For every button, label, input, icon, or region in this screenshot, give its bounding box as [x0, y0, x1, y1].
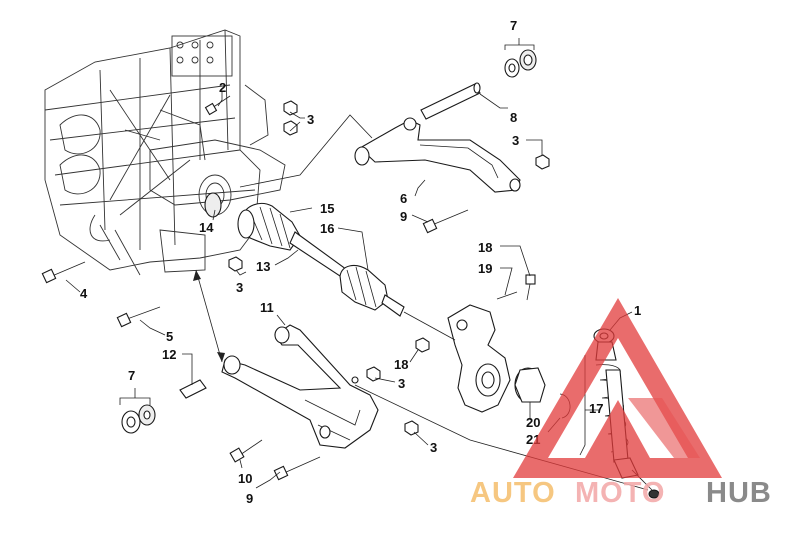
nut-3-a [283, 100, 298, 116]
callout-3: 3 [512, 133, 519, 148]
upper-a-arm [354, 117, 521, 193]
bushing-7-lower [119, 397, 156, 434]
pivot-shaft-8 [420, 82, 481, 120]
callout-8: 8 [510, 110, 517, 125]
nut-3-c [535, 154, 550, 170]
callout-9: 9 [400, 209, 407, 224]
watermark-logo: AUTO MOTO HUB [470, 298, 772, 509]
lower-a-arm [221, 324, 379, 449]
callout-9: 9 [246, 491, 253, 506]
vehicle-frame [44, 29, 286, 276]
steering-knuckle [447, 304, 511, 413]
watermark-hub: HUB [706, 477, 772, 509]
watermark-moto: MOTO [575, 477, 665, 509]
callout-7: 7 [510, 18, 517, 33]
callout-5: 5 [166, 329, 173, 344]
callout-20: 20 [526, 415, 540, 430]
callout-1: 1 [634, 303, 641, 318]
callout-13: 13 [256, 259, 270, 274]
cv-axle-outer-joint [339, 264, 405, 317]
watermark-triangle-icon [513, 298, 722, 478]
callout-labels: 1 2 3 3 3 3 3 4 5 6 7 7 8 9 9 10 11 12 1… [80, 18, 641, 506]
bolt-9-upper [422, 209, 469, 234]
nut-18 [415, 337, 430, 353]
callout-3: 3 [307, 112, 314, 127]
callout-3: 3 [398, 376, 405, 391]
callout-12: 12 [162, 347, 176, 362]
bushing-7-upper [504, 44, 537, 78]
bolt-4 [41, 261, 86, 284]
nut-3-e [366, 366, 381, 382]
cv-seal-14 [204, 192, 222, 218]
callout-19: 19 [478, 261, 492, 276]
callout-2: 2 [219, 80, 226, 95]
callout-18: 18 [394, 357, 408, 372]
bolt-10 [229, 439, 263, 463]
callout-7: 7 [128, 368, 135, 383]
callout-3: 3 [430, 440, 437, 455]
bolt-2 [204, 95, 231, 116]
callout-14: 14 [199, 220, 214, 235]
callout-15: 15 [320, 201, 334, 216]
callout-16: 16 [320, 221, 334, 236]
bolt-5 [116, 306, 161, 328]
callout-10: 10 [238, 471, 252, 486]
callout-4: 4 [80, 286, 88, 301]
nut-3-b [283, 120, 298, 136]
bolt-19 [496, 274, 536, 301]
callout-6: 6 [400, 191, 407, 206]
bushing-12 [179, 379, 207, 399]
wheel-bearing [514, 367, 546, 403]
callout-18: 18 [478, 240, 492, 255]
nut-3-d [228, 256, 243, 272]
cv-axle-inner-joint [237, 202, 301, 251]
callout-17: 17 [589, 401, 603, 416]
callout-11: 11 [260, 300, 274, 315]
callout-3: 3 [236, 280, 243, 295]
watermark-auto: AUTO [470, 477, 556, 509]
bolt-9-lower [273, 456, 321, 481]
nut-3-f [404, 420, 419, 436]
